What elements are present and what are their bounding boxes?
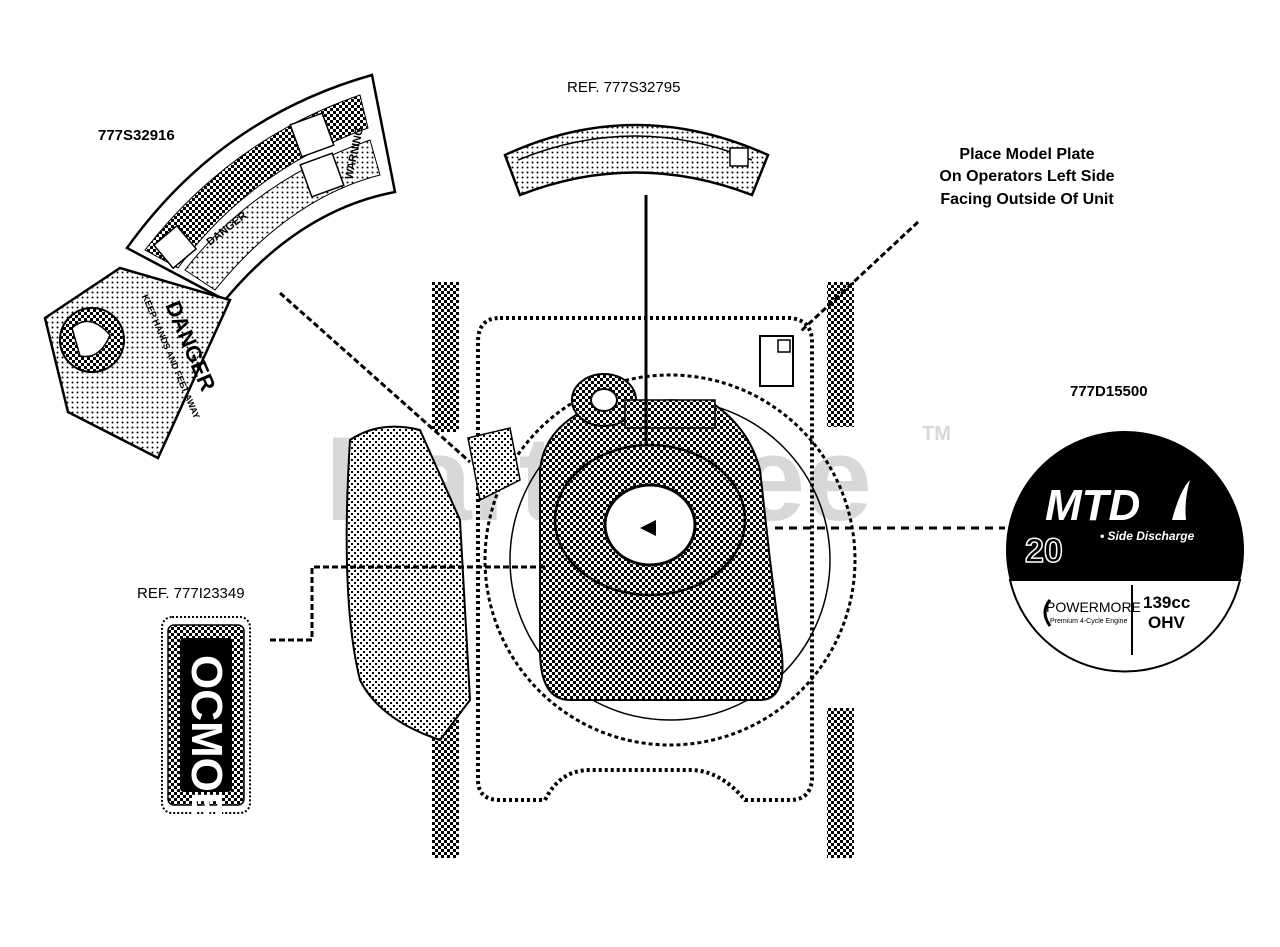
leader-777I23349 [270, 565, 545, 642]
mtd-brand-text: MTD [1045, 481, 1140, 530]
callout-labels: 777S32916 REF. 777S32795 Place Model Pla… [98, 79, 1148, 602]
decal-777D15500: MTD 20 • Side Discharge POWERMORE Premiu… [1006, 431, 1244, 673]
arc-decal-pictogram-3 [152, 224, 198, 270]
fuel-cap-center [590, 388, 618, 412]
label-777D15500: 777D15500 [1070, 383, 1148, 400]
vertical-decal-text-bg [180, 638, 232, 792]
side-chute [345, 425, 472, 742]
label-note-line3: Facing Outside Of Unit [940, 191, 1114, 208]
mtd-engine-sub-text: Premium 4-Cycle Engine [1050, 618, 1128, 625]
deck-outline [476, 316, 814, 802]
wheel-rear-right [827, 282, 854, 427]
top-arc-decal-line [517, 135, 753, 161]
mtd-decal-lower [1008, 579, 1242, 673]
engine-hub-arrow-icon [640, 520, 656, 536]
mtd-model-text: 20 [1025, 532, 1063, 570]
decal-777I23349: OCMOE [161, 616, 251, 821]
leader-model-plate [798, 220, 920, 334]
mtd-engine-brand-text: POWERMORE [1046, 599, 1141, 615]
mtd-engine-arc-icon [1043, 599, 1052, 627]
mtd-side-discharge-text: • Side Discharge [1100, 529, 1195, 543]
arc-decal-pictogram-1 [289, 112, 335, 158]
arc-decal-pictogram-2 [299, 152, 345, 198]
mower-deck [345, 282, 857, 858]
blade-circle [483, 373, 857, 747]
engine-top-housing [624, 399, 716, 429]
label-note-line2: On Operators Left Side [939, 168, 1114, 185]
mtd-cc-text: 139cc [1143, 593, 1190, 612]
top-arc-decal-icon [729, 147, 749, 167]
wheel-rear-left [432, 282, 459, 432]
label-ref-777I23349: REF. 777I23349 [137, 585, 245, 602]
leader-777S32916 [279, 291, 471, 464]
label-777S32916: 777S32916 [98, 127, 175, 144]
decal-777S32795 [503, 123, 770, 197]
vertical-decal-text: OCMOE [182, 655, 231, 821]
wheel-front-right [827, 708, 854, 858]
hand-icon [71, 320, 111, 358]
mtd-ohv-text: OHV [1148, 613, 1186, 632]
label-note-line1: Place Model Plate [959, 146, 1094, 163]
label-ref-777S32795: REF. 777S32795 [567, 79, 680, 96]
mtd-leaf-icon [1172, 480, 1190, 520]
chute-decal [467, 427, 521, 502]
engine-decal-ring [553, 443, 747, 597]
model-plate-icon [777, 339, 791, 353]
leader-lines [270, 195, 1005, 642]
decal-777S32916: DANGER WARNING DANGER KEEP HANDS AND FEE… [43, 73, 397, 460]
watermark-tm: TM [922, 423, 951, 445]
